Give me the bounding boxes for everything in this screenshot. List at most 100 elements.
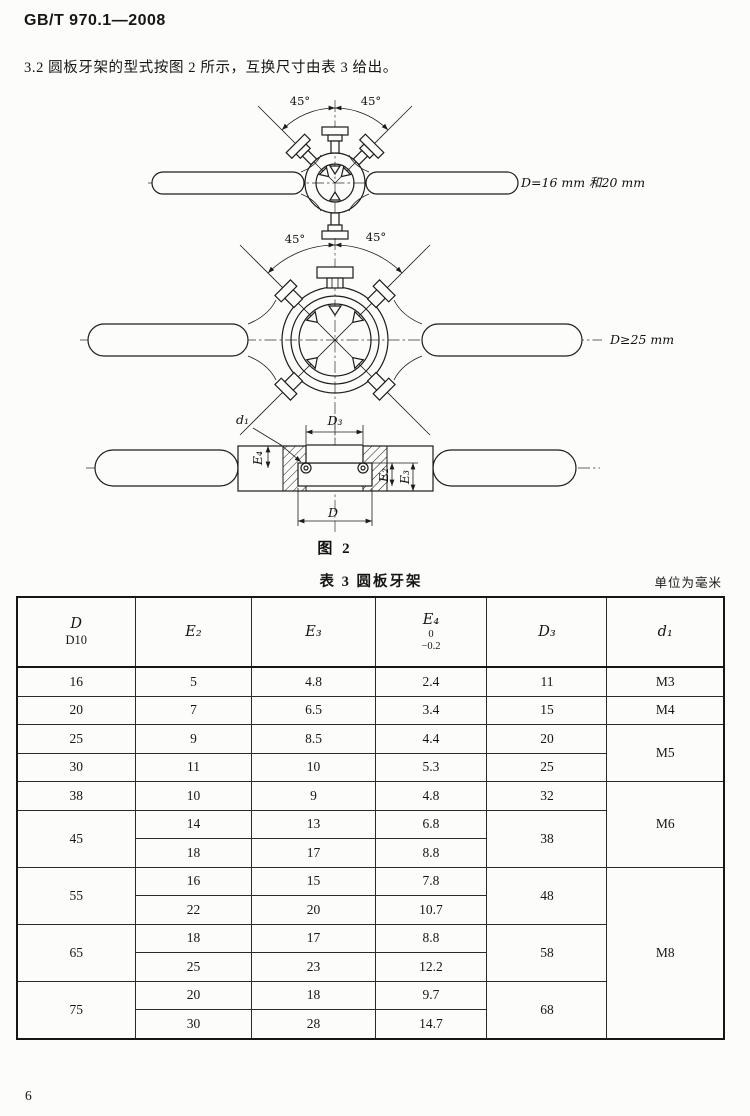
table-cell: 45 [16, 809, 136, 868]
col-header-4: D₃ [486, 596, 608, 668]
bottom-screw [321, 212, 349, 240]
table-cell: 18 [134, 838, 253, 868]
right-handle [365, 171, 519, 195]
section-view: d₁ D₃ E₄ E₂ E₃ D 图 2 [86, 412, 600, 557]
table-cell: 32 [486, 781, 608, 811]
top-screw [316, 266, 354, 289]
table-cell: 6.5 [251, 695, 376, 725]
dim-label-E3: E₃ [397, 470, 412, 485]
standard-number: GB/T 970.1—2008 [24, 12, 166, 29]
right-handle [421, 323, 583, 357]
left-handle [151, 171, 305, 195]
table-cell: M5 [606, 724, 725, 782]
table-cell: M3 [606, 666, 725, 697]
figure-caption: 图 2 [317, 540, 352, 557]
angled-screw [366, 371, 396, 401]
screw-hole [357, 462, 369, 474]
table-cell: 18 [251, 980, 376, 1010]
page-number: 6 [25, 1088, 32, 1103]
table-cell: 8.8 [374, 923, 488, 953]
table-cell: 17 [251, 923, 376, 953]
table-cell: 20 [251, 895, 376, 925]
table-cell: 15 [251, 866, 376, 896]
table-cell: 9 [251, 781, 376, 811]
table-cell: 28 [251, 1009, 376, 1039]
unit-note: 单位为毫米 [654, 576, 722, 590]
right-handle [432, 449, 577, 487]
table-cell: 25 [16, 724, 136, 754]
table-cell: 14.7 [374, 1009, 488, 1039]
angled-screw [274, 279, 304, 309]
col-header-1: E₂ [134, 596, 253, 668]
table-3-title: 表 3 圆板牙架 [319, 574, 423, 590]
angled-screw [274, 371, 304, 401]
die-seat-notch [305, 444, 364, 464]
table-cell: M6 [606, 781, 725, 868]
dim-label-d1: d₁ [236, 412, 249, 427]
screw-tips [305, 305, 365, 370]
die-pocket [297, 462, 373, 487]
table-cell: 14 [134, 809, 253, 839]
table-cell: 17 [251, 838, 376, 868]
angle-label: 45° [290, 94, 310, 108]
table-cell: 30 [16, 752, 136, 782]
dim-label-E2: E₂ [376, 468, 391, 483]
table-cell: 4.4 [374, 724, 488, 754]
figure-2-drawing: 45° 45° [80, 94, 674, 557]
table-cell: 8.8 [374, 838, 488, 868]
col-header-5: d₁ [606, 596, 725, 668]
top-screw [321, 126, 349, 154]
angled-screw [366, 279, 396, 309]
table-cell: 9.7 [374, 980, 488, 1010]
screw-hole [300, 462, 312, 474]
angle-label: 45° [361, 94, 381, 108]
table-cell: 25 [134, 952, 253, 982]
die-stock-small-view: 45° 45° [148, 94, 645, 240]
table-cell: 4.8 [374, 781, 488, 811]
table-cell: 6.8 [374, 809, 488, 839]
angle-label: 45° [366, 230, 386, 244]
table-cell: 11 [486, 666, 608, 697]
table-cell: 7.8 [374, 866, 488, 896]
table-cell: 8.5 [251, 724, 376, 754]
table-cell: 65 [16, 923, 136, 982]
table-cell: M8 [606, 866, 725, 1039]
diameter-label-small: D=16 mm 和20 mm [520, 175, 645, 190]
die-stock-large-view: 45° 45° [80, 230, 674, 443]
angle-label: 45° [285, 232, 305, 246]
table-cell: 10 [134, 781, 253, 811]
table-cell: 20 [16, 695, 136, 725]
dim-label-D: D [327, 505, 338, 520]
table-cell: 10.7 [374, 895, 488, 925]
table-cell: 22 [134, 895, 253, 925]
table-cell: 9 [134, 724, 253, 754]
dim-label-E4: E₄ [250, 451, 265, 466]
section-3-2-text: 3.2 圆板牙架的型式按图 2 所示，互换尺寸由表 3 给出。 [24, 60, 398, 76]
table-cell: 3.4 [374, 695, 488, 725]
table-cell: 2.4 [374, 666, 488, 697]
table-cell: 12.2 [374, 952, 488, 982]
dim-label-D3: D₃ [326, 413, 342, 428]
col-header-2: E₃ [251, 596, 376, 668]
table-cell: 20 [486, 724, 608, 754]
diameter-label-large: D≥25 mm [609, 332, 674, 347]
table-cell: 23 [251, 952, 376, 982]
table-cell: 11 [134, 752, 253, 782]
